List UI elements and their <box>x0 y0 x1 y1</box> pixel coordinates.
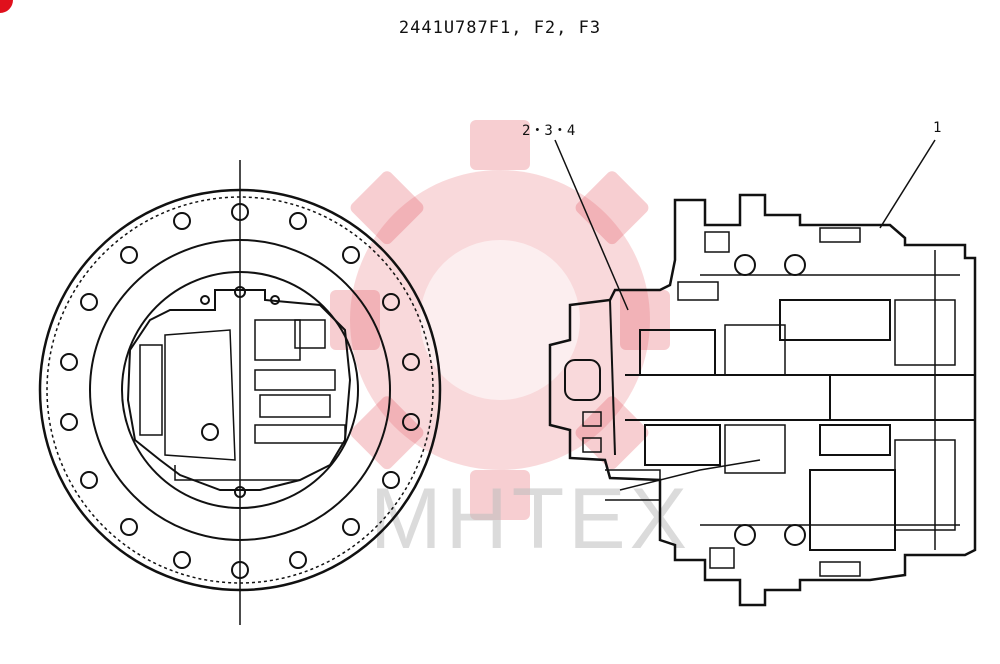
section-view <box>548 193 977 607</box>
corner-badge <box>0 0 13 13</box>
drawing-title: 2441U787F1, F2, F3 <box>398 18 602 38</box>
callout-label-a: 2・3・4 <box>522 123 576 139</box>
front-view <box>38 160 442 625</box>
leader-line-a <box>554 139 629 311</box>
callout-label-b: 1 <box>933 120 942 136</box>
leader-line-b <box>879 139 936 229</box>
